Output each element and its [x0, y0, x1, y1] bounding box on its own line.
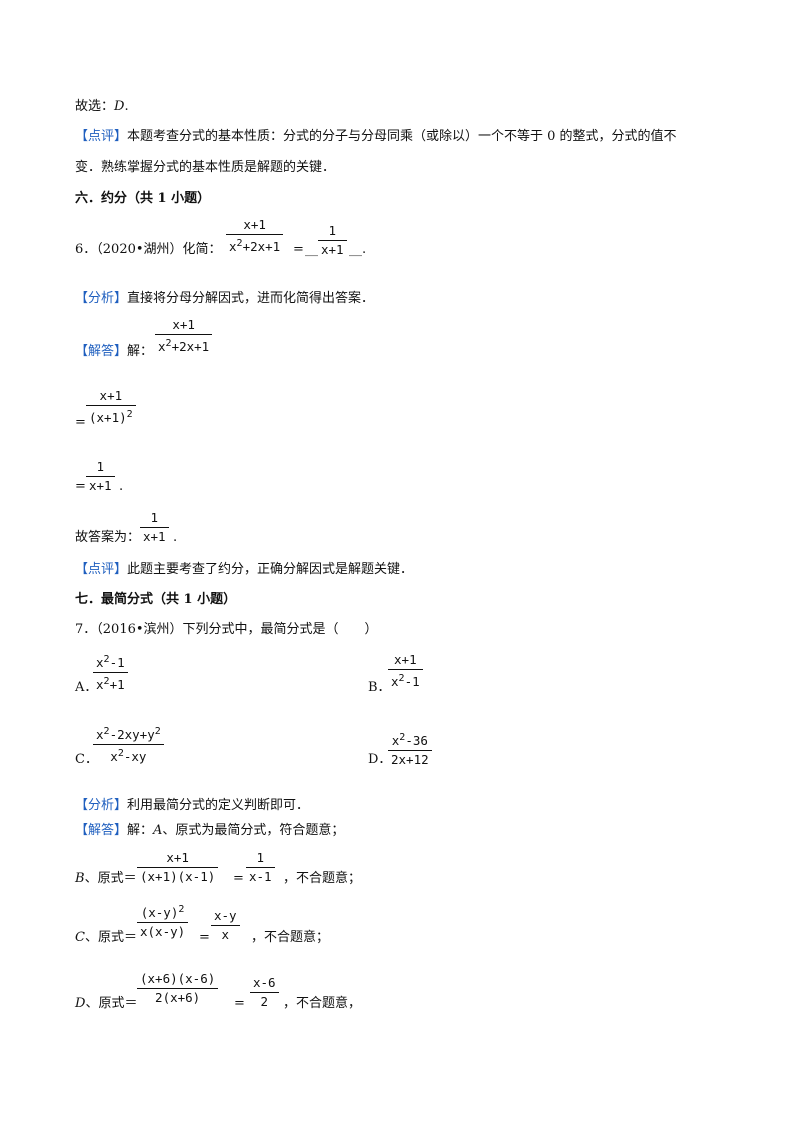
b-equals: = [233, 871, 244, 886]
option-b-fraction: x+1 x2-1 [388, 651, 423, 691]
solution-tag: 【解答】 [75, 823, 128, 838]
option-a-numerator: x2-1 [96, 654, 125, 670]
q6-blank-right: __. [349, 242, 367, 257]
analysis-text: 利用最简分式的定义判断即可． [127, 798, 310, 813]
c-fraction-2: x-y x [211, 907, 240, 944]
analysis-text: 直接将分母分解因式，进而化简得出答案． [127, 291, 375, 306]
c-f2-denominator: x [211, 925, 240, 944]
b-fraction-1: x+1 (x+1)(x-1) [137, 849, 219, 886]
d-fraction-1: (x+6)(x-6) 2(x+6) [137, 970, 219, 1007]
d-f2-numerator: x-6 [253, 975, 276, 990]
q6-fraction: x+1 x2+2x+1 [226, 216, 284, 256]
option-c-fraction: x2-2xy+y2 x2-xy [93, 723, 164, 766]
option-c-label: C． [75, 752, 98, 767]
q6-final-fraction: 1 x+1 [140, 509, 169, 546]
q6-step3-end: . [119, 479, 124, 494]
c-end: ，不合题意； [251, 930, 330, 945]
d-end: ，不合题意， [283, 996, 362, 1011]
option-d-fraction: x2-36 2x+12 [388, 729, 432, 769]
q6-blank-left: __ [305, 242, 318, 257]
section-6-heading: 六．约分（共 1 小题） [75, 191, 211, 206]
q6-equals: = [293, 242, 304, 257]
comment-text-1: 本题考查分式的基本性质：分式的分子与分母同乘（或除以）一个不等于 0 的整式，分… [127, 129, 677, 144]
b-f2-denominator: x-1 [246, 867, 275, 886]
b-end: ，不合题意； [283, 871, 362, 886]
c-fraction-1: (x-y)2 x(x-y) [137, 901, 189, 941]
comment-text-2: 变．熟练掌握分式的基本性质是解题的关键． [75, 160, 336, 175]
d-f2-denominator: 2 [250, 992, 279, 1011]
c-f1-numerator: (x-y)2 [140, 904, 185, 920]
q6-step3-fraction: 1 x+1 [86, 458, 115, 495]
question-6-text: 6．（2020•湖州）化简： [75, 242, 222, 257]
q6-numerator: x+1 [243, 217, 266, 232]
q7-solution-c: C、原式＝ [75, 930, 137, 945]
d-fraction-2: x-6 2 [250, 974, 279, 1011]
step1-denominator: x2+2x+1 [155, 334, 213, 356]
q6-answer-numerator: 1 [328, 223, 337, 238]
b-f2-numerator: 1 [256, 850, 265, 865]
b-fraction-2: 1 x-1 [246, 849, 275, 886]
comment-tag: 【点评】 [75, 129, 128, 144]
q6-step2-equals: = [75, 415, 86, 430]
q6-analysis: 【分析】直接将分母分解因式，进而化简得出答案． [75, 289, 374, 309]
conclusion-line: 故选：D. [75, 97, 129, 117]
step1-numerator: x+1 [172, 317, 195, 332]
comment-line-2: 变．熟练掌握分式的基本性质是解题的关键． [75, 158, 335, 178]
option-b-label: B． [368, 680, 391, 695]
option-a-denominator: x2+1 [93, 672, 128, 694]
q6-step3-equals: = [75, 479, 86, 494]
option-a-label: A． [75, 680, 98, 695]
solution-tag: 【解答】 [75, 344, 128, 359]
option-c-denominator: x2-xy [93, 744, 164, 766]
option-b-denominator: x2-1 [388, 669, 423, 691]
comment-text: 此题主要考查了约分，正确分解因式是解题关键． [127, 562, 414, 577]
c-equals: = [199, 930, 210, 945]
c-f1-denominator: x(x-y) [137, 922, 189, 941]
d-f1-numerator: (x+6)(x-6) [140, 971, 216, 986]
section-7-heading: 七．最简分式（共 1 小题） [75, 592, 237, 607]
q7-solution-d: D、原式＝ [75, 996, 138, 1011]
q6-solution: 【解答】解： [75, 342, 153, 362]
d-equals: = [234, 996, 245, 1011]
step2-denominator: (x+1)2 [86, 405, 136, 427]
option-c-numerator: x2-2xy+y2 [96, 726, 161, 742]
q7-analysis: 【分析】利用最简分式的定义判断即可． [75, 796, 309, 816]
q6-answer-line: 故答案为： [75, 530, 141, 545]
c-f2-numerator: x-y [214, 908, 237, 923]
step3-denominator: x+1 [86, 476, 115, 495]
analysis-tag: 【分析】 [75, 798, 128, 813]
option-d-label: D． [368, 752, 392, 767]
conclusion-end: . [124, 99, 129, 114]
option-d-numerator: x2-36 [391, 732, 428, 748]
option-a-fraction: x2-1 x2+1 [93, 651, 128, 694]
final-denominator: x+1 [140, 527, 169, 546]
q6-comment: 【点评】此题主要考查了约分，正确分解因式是解题关键． [75, 560, 413, 580]
conclusion-answer: D [114, 99, 125, 114]
q6-step2-fraction: x+1 (x+1)2 [86, 387, 136, 427]
comment-line-1: 【点评】本题考查分式的基本性质：分式的分子与分母同乘（或除以）一个不等于 0 的… [75, 127, 677, 147]
step2-numerator: x+1 [99, 388, 123, 403]
analysis-tag: 【分析】 [75, 291, 128, 306]
solution-text: 解： [127, 344, 154, 359]
option-b-numerator: x+1 [394, 652, 417, 667]
b-f1-numerator: x+1 [166, 850, 189, 865]
q6-denominator: x2+2x+1 [226, 234, 284, 256]
q7-solution-b: B、原式＝ [75, 871, 137, 886]
d-f1-denominator: 2(x+6) [137, 988, 219, 1007]
step3-numerator: 1 [96, 459, 105, 474]
q6-answer-denominator: x+1 [318, 240, 347, 259]
q6-final-end: . [173, 530, 178, 545]
option-d-denominator: 2x+12 [388, 750, 432, 769]
q7-solution-a: 【解答】解：A、原式为最简分式，符合题意； [75, 823, 345, 838]
question-7-text: 7．（2016•滨州）下列分式中，最简分式是（ ） [75, 622, 378, 637]
q6-step1-fraction: x+1 x2+2x+1 [155, 316, 213, 356]
q6-answer-fraction: 1 x+1 [318, 222, 347, 259]
comment-tag: 【点评】 [75, 562, 128, 577]
conclusion-text: 故选： [75, 99, 115, 114]
b-f1-denominator: (x+1)(x-1) [137, 867, 219, 886]
final-numerator: 1 [150, 510, 159, 525]
